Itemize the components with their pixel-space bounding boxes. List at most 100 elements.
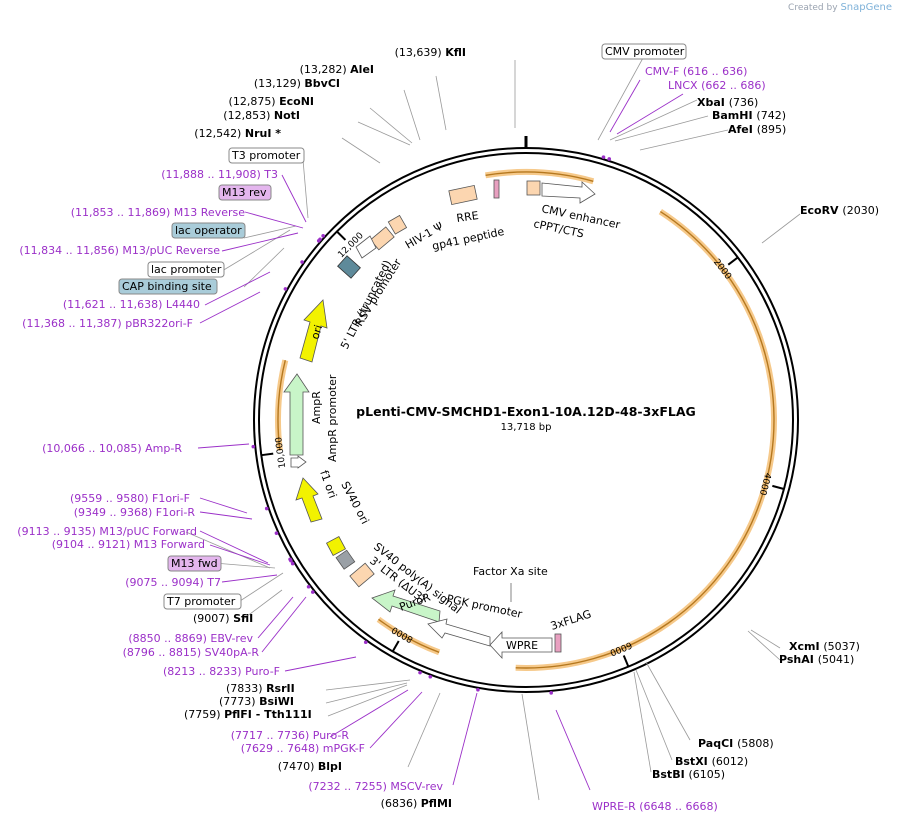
plasmid-length: 13,718 bp	[501, 422, 552, 433]
enzyme-alei: (13,282) AleI	[300, 63, 374, 76]
enzyme-bstxi: BstXI (6012)	[675, 755, 748, 768]
enzyme-bsiwi: (7773) BsiWI	[219, 695, 294, 708]
label-pgk: PGK promoter	[445, 592, 523, 621]
hiv-psi-box	[387, 214, 408, 235]
primer-labels: CMV-F (616 .. 636)LNCX (662 .. 686)(11,8…	[17, 65, 765, 813]
primer-site-t7	[290, 561, 295, 566]
primer-m13pucrev: (11,834 .. 11,856) M13/pUC Reverse	[19, 244, 220, 257]
enzyme-paqci: PaqCI (5808)	[698, 737, 774, 750]
primer-msvcrev: (7232 .. 7255) MSCV-rev	[308, 780, 443, 793]
snapgene-brand: SnapGene	[840, 2, 892, 13]
ampr-promoter-arrow	[290, 455, 307, 469]
sv40-ori-box	[325, 535, 347, 557]
primer-site-lncx	[607, 157, 612, 161]
primer-site-wprer	[549, 691, 553, 695]
enzyme-blpi: (7470) BlpI	[278, 760, 342, 773]
pgk-arrow	[427, 618, 491, 647]
enzyme-pflmi: (6836) PflMI	[381, 797, 452, 810]
label-rre: RRE	[456, 209, 480, 225]
primer-site-m13pucrev	[316, 238, 321, 243]
primer-ebvrev: (8850 .. 8869) EBV-rev	[128, 632, 253, 645]
primer-purof: (8213 .. 8233) Puro-F	[163, 665, 280, 678]
label-factorxa: Factor Xa site	[473, 565, 548, 578]
credit-prefix: Created by	[788, 3, 838, 13]
primer-leaders	[197, 79, 684, 791]
primer-sv40par: (8796 .. 8815) SV40pA-R	[123, 646, 260, 659]
f1-ori-arrow	[295, 477, 323, 523]
enzyme-rsrii: (7833) RsrII	[226, 682, 295, 695]
enzyme-noti: (12,853) NotI	[223, 109, 300, 122]
label-lac-operator: lac operator	[175, 224, 242, 237]
primer-site-m13fwd	[289, 558, 293, 563]
enzyme-bstbi: BstBI (6105)	[652, 768, 725, 781]
primer-l4440: (11,621 .. 11,638) L4440	[63, 298, 200, 311]
tick-mark-0	[727, 256, 739, 266]
enzyme-bamhi: BamHI (742)	[712, 109, 786, 122]
enzyme-afei: AfeI (895)	[728, 123, 786, 136]
tick-mark-5	[336, 230, 347, 241]
leader-lines	[185, 57, 801, 801]
enzyme-econi: (12,875) EcoNI	[229, 95, 314, 108]
feature-glyphs	[283, 179, 596, 660]
tick-mark-2	[622, 655, 630, 667]
label-m13-rev: M13 rev	[222, 186, 267, 199]
orf-arc-top-line	[485, 171, 594, 182]
label-lac-promoter: lac promoter	[151, 263, 222, 276]
ltr3-box	[349, 562, 375, 588]
primer-lncx: LNCX (662 .. 686)	[668, 79, 766, 92]
backbone-inner	[258, 152, 794, 688]
label-ori: ori	[308, 323, 325, 341]
label-t3-promoter: T3 promoter	[231, 149, 301, 162]
enzyme-bbvci: (13,129) BbvCI	[254, 77, 340, 90]
flag-box	[554, 633, 562, 653]
enzyme-labels: (13,639) KflI (13,282) AleI(13,129) BbvCI…	[184, 46, 879, 810]
primer-site-l4440	[300, 260, 304, 264]
label-ampr: AmpR	[310, 391, 323, 424]
orf-arc-right-line	[515, 210, 775, 669]
label-sv40ori: SV40 ori	[338, 479, 371, 526]
enzyme-xbai: XbaI (736)	[697, 96, 758, 109]
primer-site-sv40par	[310, 590, 315, 594]
primer-site-purof	[363, 640, 368, 645]
label-ampr-prom: AmpR promoter	[326, 374, 339, 462]
tick-mark-3	[391, 640, 400, 652]
wpre-arrow	[489, 630, 553, 660]
enzyme-nrui: (12,542) NruI *	[194, 127, 281, 140]
primer-m13fwd: (9104 .. 9121) M13 Forward	[52, 538, 205, 551]
rre-box	[448, 184, 478, 206]
label-f1ori: f1 ori	[317, 469, 339, 500]
label-t7-promoter: T7 promoter	[166, 595, 236, 608]
primer-site-ebvrev	[306, 584, 311, 589]
primer-f1orir: (9349 .. 9368) F1ori-R	[74, 506, 196, 519]
primer-m13pucfwd: (9113 .. 9135) M13/pUC Forward	[17, 525, 197, 538]
orf-arc-right	[515, 209, 777, 671]
enzyme-kfli: (13,639) KflI	[395, 46, 466, 59]
orf-arc-bottom-line	[378, 618, 440, 653]
plasmid-name: pLenti-CMV-SMCHD1-Exon1-10A.12D-48-3xFLA…	[356, 404, 696, 419]
ltr5-box	[337, 255, 361, 279]
primer-site-msvcrev	[476, 687, 480, 692]
primer-site-cmvf	[601, 155, 606, 159]
label-flag: 3xFLAG	[549, 607, 593, 632]
primer-t3: (11,888 .. 11,908) T3	[161, 168, 278, 181]
primer-site-puror	[418, 670, 422, 675]
puror-arrow	[371, 589, 441, 623]
enzyme-xcmi: XcmI (5037)	[789, 640, 860, 653]
tick-label-3: 8000	[390, 624, 415, 644]
primer-m13rev: (11,853 .. 11,869) M13 Reverse	[71, 206, 245, 219]
primer-site-f1orif	[264, 506, 269, 511]
primer-wprer: WPRE-R (6648 .. 6668)	[592, 800, 718, 813]
boxed-labels: CMV promoter T3 promoter M13 rev lac ope…	[118, 43, 687, 610]
primer-site-pbr322	[283, 287, 288, 291]
primer-site-mpgkf	[428, 674, 433, 679]
label-cap-site: CAP binding site	[122, 280, 212, 293]
primer-site-f1orir	[274, 531, 279, 535]
backbone-outer	[253, 147, 799, 693]
orf-arc-left-line	[277, 360, 286, 451]
primer-mpgkf: (7629 .. 7648) mPGK-F	[241, 742, 365, 755]
primer-site-ampr	[251, 444, 256, 449]
primer-puror: (7717 .. 7736) Puro-R	[231, 729, 350, 742]
orf-arcs	[275, 169, 777, 671]
